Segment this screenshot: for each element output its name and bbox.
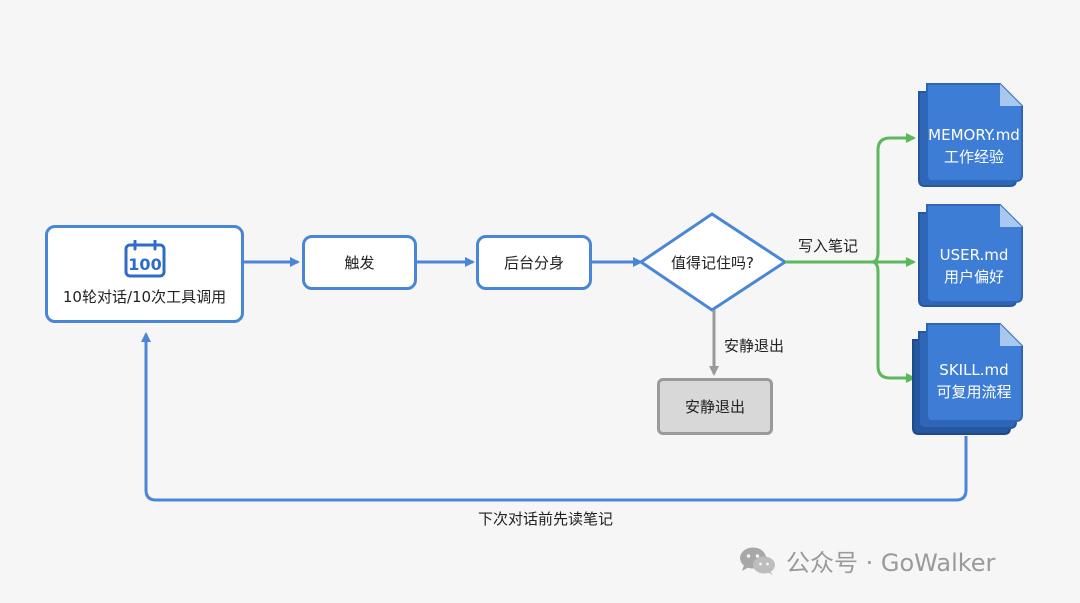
edge-label-quiet-exit: 安静退出 — [724, 337, 785, 355]
file-user — [918, 204, 1023, 307]
fork-label: 后台分身 — [503, 254, 564, 272]
exit-label: 安静退出 — [684, 398, 745, 416]
fork-node: 后台分身 — [476, 235, 592, 290]
start-label: 10轮对话/10次工具调用 — [62, 288, 227, 306]
file-user-text: USER.md 用户偏好 — [920, 244, 1028, 288]
file-memory — [918, 83, 1023, 187]
edge-label-write-notes: 写入笔记 — [798, 237, 859, 255]
watermark: 公众号 · GoWalker — [738, 543, 995, 578]
file-user-desc: 用户偏好 — [943, 268, 1004, 286]
file-skill — [912, 323, 1023, 435]
file-skill-text: SKILL.md 可复用流程 — [920, 359, 1028, 403]
edge-label-loop-back: 下次对话前先读笔记 — [478, 510, 614, 528]
file-memory-name: MEMORY.md — [928, 126, 1020, 144]
file-memory-text: MEMORY.md 工作经验 — [920, 124, 1028, 168]
calendar-number: 100 — [128, 255, 161, 274]
decision-label: 值得记住吗? — [671, 253, 754, 272]
trigger-node: 触发 — [302, 235, 417, 290]
arrow-to-skill — [871, 260, 916, 383]
start-node: 100 10轮对话/10次工具调用 — [45, 225, 244, 323]
watermark-text: 公众号 · GoWalker — [786, 549, 996, 577]
calendar-icon: 100 — [124, 240, 165, 278]
file-memory-desc: 工作经验 — [943, 148, 1004, 166]
exit-node: 安静退出 — [657, 378, 773, 435]
file-user-name: USER.md — [939, 246, 1009, 264]
arrow-to-memory — [871, 133, 916, 264]
decision-diamond — [638, 212, 788, 312]
wechat-icon — [740, 547, 775, 575]
trigger-label: 触发 — [344, 254, 375, 272]
file-skill-desc: 可复用流程 — [936, 383, 1012, 401]
arrow-loop-back — [141, 332, 968, 502]
file-skill-name: SKILL.md — [939, 361, 1009, 379]
